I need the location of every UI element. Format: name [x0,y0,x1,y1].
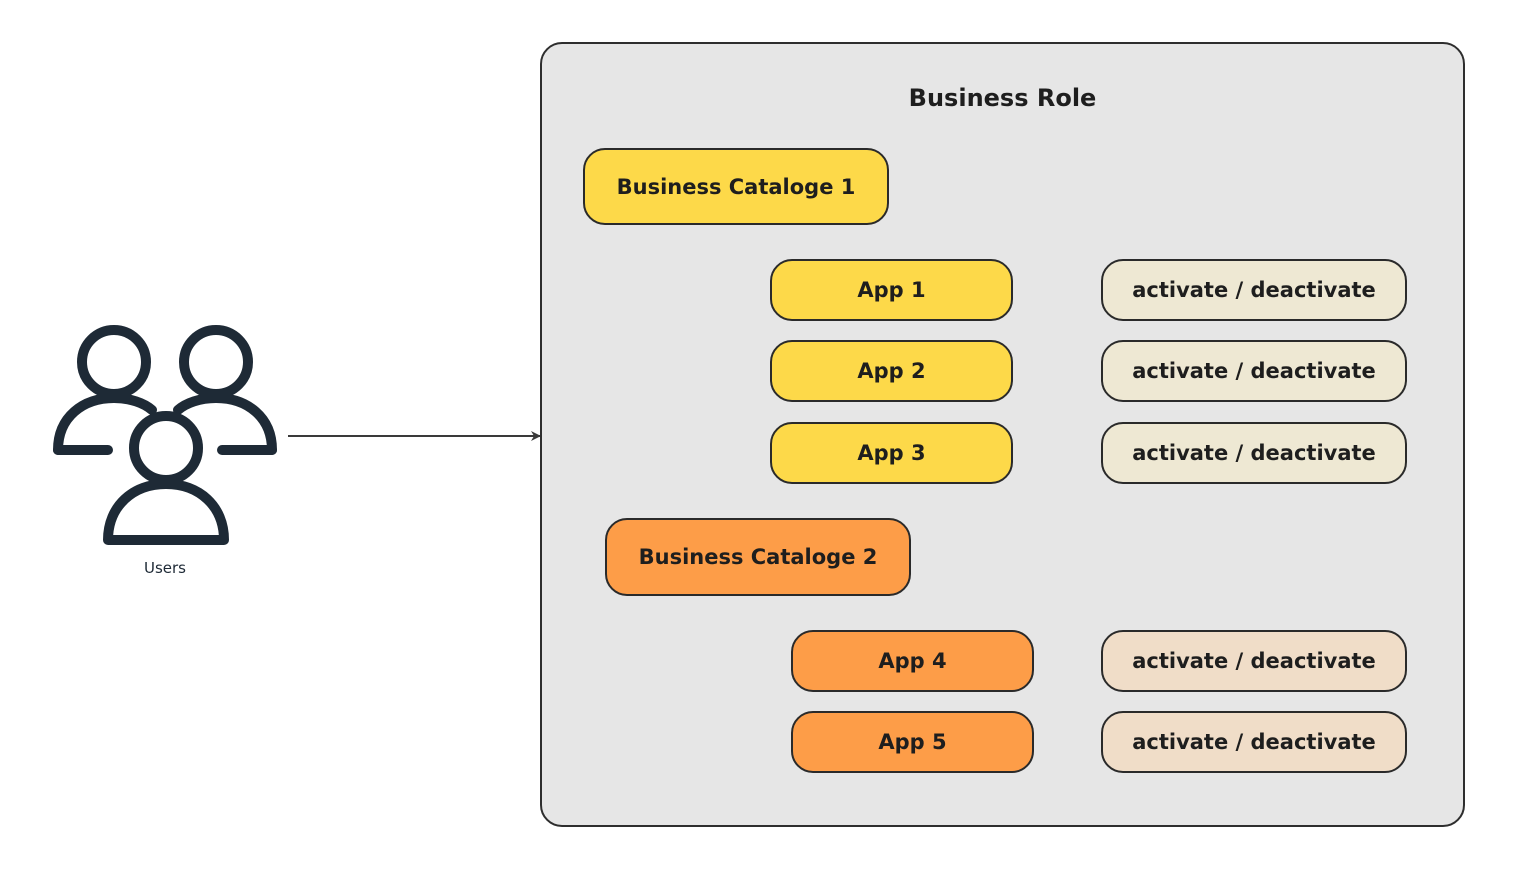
app-3-node[interactable]: App 3 [770,422,1013,484]
business-catalog-2[interactable]: Business Cataloge 2 [605,518,911,596]
app-1-node[interactable]: App 1 [770,259,1013,321]
app-5-action[interactable]: activate / deactivate [1101,711,1407,773]
users-group-icon [53,325,277,545]
app-1-action[interactable]: activate / deactivate [1101,259,1407,321]
app-4-node[interactable]: App 4 [791,630,1034,692]
app-4-action[interactable]: activate / deactivate [1101,630,1407,692]
users-label: Users [143,559,186,577]
app-2-node[interactable]: App 2 [770,340,1013,402]
business-catalog-1[interactable]: Business Cataloge 1 [583,148,889,225]
business-role-title: Business Role [908,84,1097,112]
app-5-node[interactable]: App 5 [791,711,1034,773]
app-3-action[interactable]: activate / deactivate [1101,422,1407,484]
app-2-action[interactable]: activate / deactivate [1101,340,1407,402]
